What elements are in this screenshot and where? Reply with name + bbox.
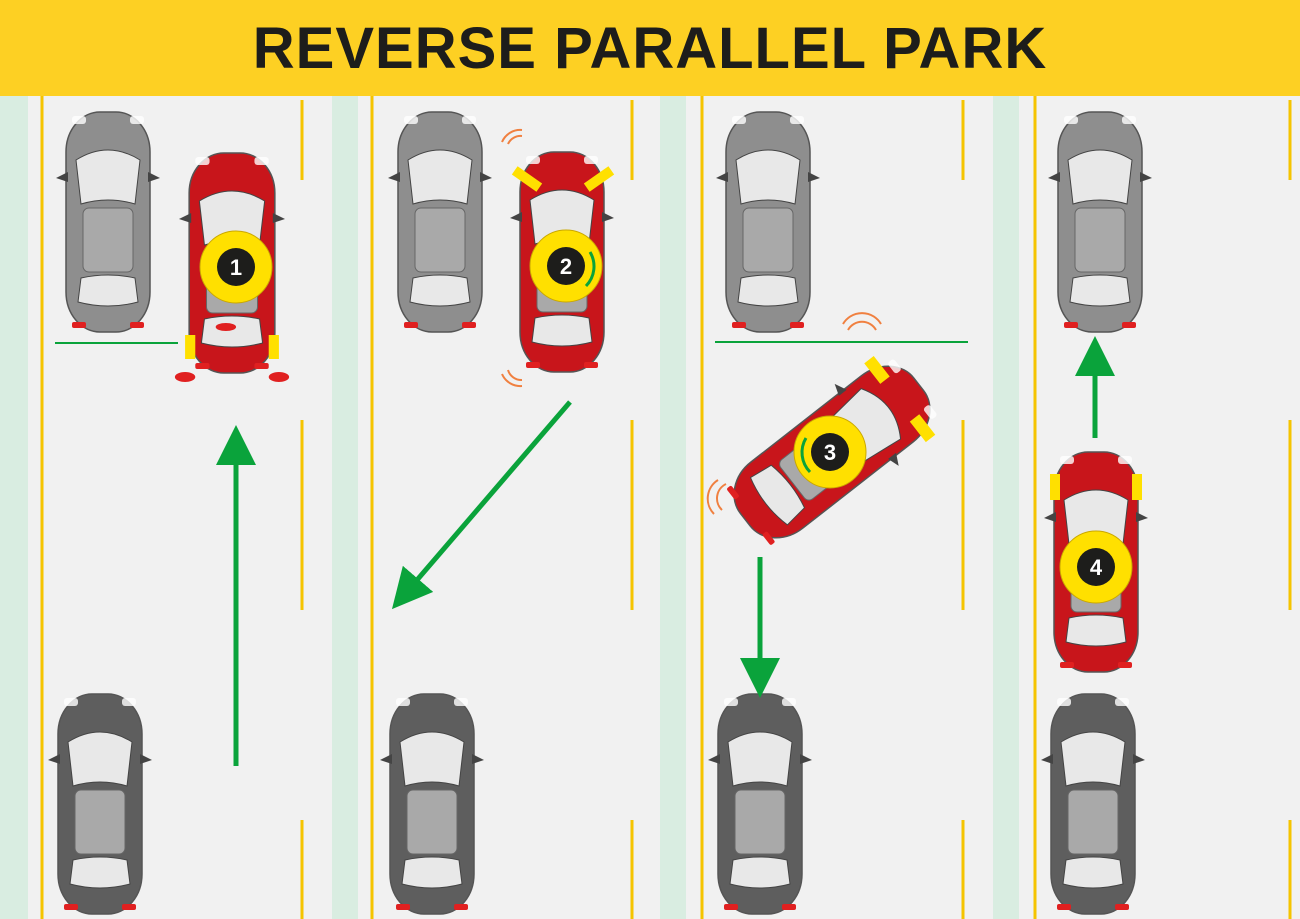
parking-scene: 1 2 3 4 <box>0 96 1292 919</box>
steering-turn-icon <box>800 437 812 474</box>
road-markings <box>0 96 1292 919</box>
curb-strip-1 <box>0 96 28 919</box>
turn-signal-icon <box>268 335 279 359</box>
green-arrow-icon <box>391 400 572 610</box>
red-car-step-1 <box>174 152 290 382</box>
sensor-wave-icon <box>847 320 877 331</box>
curb-strip-3 <box>660 96 686 919</box>
turn-signal-icon <box>909 414 936 443</box>
title-banner: REVERSE PARALLEL PARK <box>0 0 1300 96</box>
turn-signal-icon <box>583 166 615 192</box>
page-title: REVERSE PARALLEL PARK <box>252 15 1048 81</box>
step-badge-2: 2 <box>529 229 603 303</box>
steering-turn-icon <box>584 251 596 288</box>
step-number: 4 <box>1090 555 1103 580</box>
parked-car-front-3 <box>715 111 821 333</box>
step-badge-1: 1 <box>199 230 273 304</box>
parked-car-rear-1 <box>47 693 153 915</box>
red-car-step-3 <box>712 342 952 562</box>
sensor-wave-icon <box>716 483 727 511</box>
parked-car-front-2 <box>387 111 493 333</box>
curb-strip-4 <box>993 96 1019 919</box>
turn-signal-icon <box>1050 474 1060 500</box>
parked-car-front-4 <box>1047 111 1153 333</box>
step-badge-3: 3 <box>793 415 867 489</box>
red-car-step-4 <box>1043 451 1149 673</box>
red-car-step-2 <box>501 128 615 388</box>
sensor-wave-icon <box>507 134 523 145</box>
parked-car-rear-4 <box>1040 693 1146 915</box>
curb-strip-2 <box>332 96 358 919</box>
sensor-wave-icon <box>507 369 523 381</box>
step-number: 1 <box>230 255 242 280</box>
parked-car-rear-2 <box>379 693 485 915</box>
turn-signal-icon <box>1132 474 1142 500</box>
turn-signal-icon <box>185 335 196 359</box>
turn-signal-icon <box>864 355 890 384</box>
step-number: 3 <box>824 440 836 465</box>
parked-car-rear-3 <box>707 693 813 915</box>
turn-signal-icon <box>511 166 543 192</box>
step-badge-4: 4 <box>1059 530 1133 604</box>
parked-car-front-1 <box>55 111 161 333</box>
dashed-center-lines <box>300 100 1292 919</box>
step-number: 2 <box>560 254 572 279</box>
